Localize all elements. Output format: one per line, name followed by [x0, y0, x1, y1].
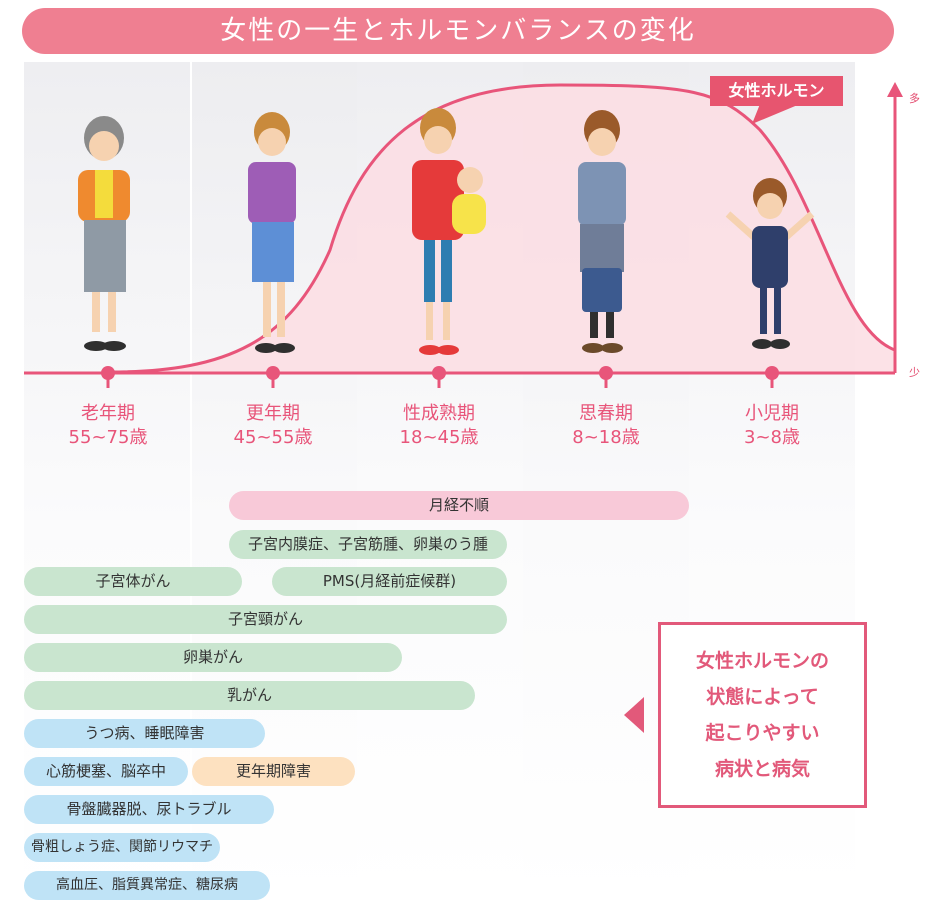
- condition-pms: PMS(月経前症候群): [272, 567, 507, 596]
- stage-maturity: 性成熟期 18~45歳: [379, 402, 499, 450]
- stage-age: 8~18歳: [572, 427, 640, 448]
- note-line: 状態によって: [706, 686, 819, 708]
- figure-little-girl: [725, 178, 815, 349]
- stage-age: 45~55歳: [233, 427, 313, 448]
- condition-cervical-cancer: 子宮頸がん: [24, 605, 507, 634]
- stage-age: 18~45歳: [399, 427, 479, 448]
- condition-uterine-cancer: 子宮体がん: [24, 567, 242, 596]
- stage-name: 思春期: [579, 403, 633, 424]
- condition-pelvic-prolapse: 骨盤臓器脱、尿トラブル: [24, 795, 274, 824]
- axis-low-label: 少: [909, 366, 920, 379]
- note-line: 起こりやすい: [705, 722, 820, 744]
- stage-name: 小児期: [745, 403, 799, 424]
- figure-mother-with-baby: [412, 108, 486, 355]
- condition-ovarian-cancer: 卵巣がん: [24, 643, 402, 672]
- condition-osteoporosis: 骨粗しょう症、関節リウマチ: [24, 833, 220, 862]
- condition-menstrual-irregularity: 月経不順: [229, 491, 689, 520]
- stage-name: 性成熟期: [403, 403, 475, 424]
- condition-endometriosis: 子宮内膜症、子宮筋腫、卵巣のう腫: [229, 530, 507, 559]
- stage-age: 3~8歳: [744, 427, 800, 448]
- page-title: 女性の一生とホルモンバランスの変化: [22, 8, 894, 54]
- note-pointer-icon: [624, 697, 644, 733]
- explanation-box: 女性ホルモンの 状態によって 起こりやすい 病状と病気: [658, 622, 867, 808]
- condition-heart-stroke: 心筋梗塞、脳卒中: [24, 757, 188, 786]
- hormone-curve-fill: [110, 85, 895, 372]
- axis-high-label: 多: [909, 92, 920, 105]
- condition-menopause-disorder: 更年期障害: [192, 757, 355, 786]
- stage-name: 老年期: [81, 403, 135, 424]
- axis-up-arrow-icon: [887, 82, 903, 97]
- hormone-curve-diagram: [24, 82, 903, 388]
- stage-markers: [101, 366, 779, 388]
- stage-puberty: 思春期 8~18歳: [546, 402, 666, 450]
- note-line: 女性ホルモンの: [695, 650, 829, 672]
- condition-depression-insomnia: うつ病、睡眠障害: [24, 719, 265, 748]
- hormone-curve-line: [109, 83, 896, 374]
- stage-menopause: 更年期 45~55歳: [213, 402, 333, 450]
- stage-name: 更年期: [246, 403, 300, 424]
- condition-lifestyle-disease: 高血圧、脂質異常症、糖尿病: [24, 871, 270, 900]
- stage-age: 55~75歳: [68, 427, 148, 448]
- note-line: 病状と病気: [714, 758, 810, 780]
- condition-breast-cancer: 乳がん: [24, 681, 475, 710]
- stage-childhood: 小児期 3~8歳: [712, 402, 832, 450]
- figure-middle-aged-woman: [248, 112, 296, 353]
- figure-schoolgirl: [578, 110, 626, 353]
- figure-elderly-woman: [78, 116, 130, 351]
- female-hormone-label: 女性ホルモン: [710, 76, 843, 106]
- stage-old-age: 老年期 55~75歳: [48, 402, 168, 450]
- label-pointer-icon: [752, 104, 800, 124]
